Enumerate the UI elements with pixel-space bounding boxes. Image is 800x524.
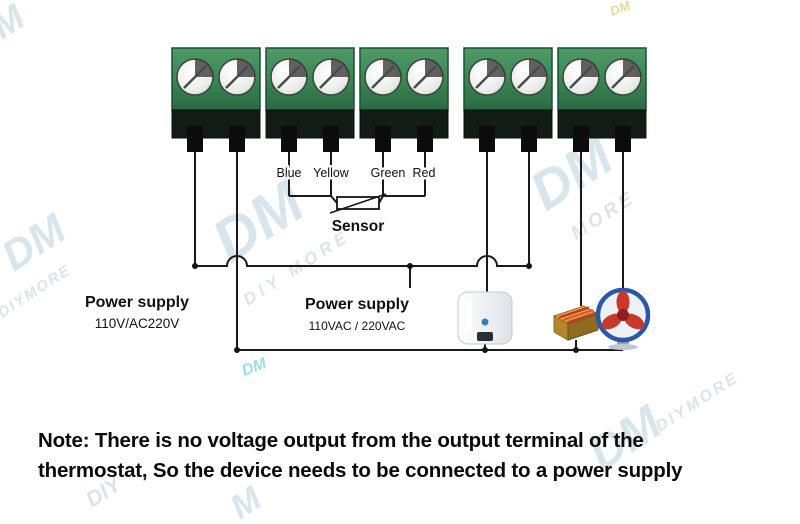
junction-dot: [407, 263, 413, 269]
wire: [289, 195, 338, 204]
junction-dot: [526, 263, 532, 269]
watermark: DM: [608, 0, 633, 19]
wire: [378, 195, 425, 204]
note-line-1: Note: There is no voltage output from th…: [38, 429, 644, 452]
power-supply-left-title: Power supply: [85, 294, 189, 311]
wire-label-blue: Blue: [276, 166, 301, 180]
power-supply-left-label: Power supply 110V/AC220V: [85, 294, 189, 331]
power-supply-right-title: Power supply: [305, 296, 409, 313]
terminal-block-sensor-2: [358, 46, 450, 154]
junction-dot: [192, 263, 198, 269]
power-supply-right-label: Power supply 110VAC / 220VAC: [305, 296, 409, 333]
junction-dots: [192, 263, 579, 353]
watermark: DM: [240, 355, 270, 380]
wire-label-red: Red: [413, 166, 436, 180]
watermark: DIYMORE: [653, 369, 742, 435]
heating-element-icon: [552, 305, 600, 341]
junction-dot: [573, 347, 579, 353]
wire: [195, 255, 529, 267]
terminal-block-output-2: [556, 46, 648, 154]
junction-dot: [482, 347, 488, 353]
terminal-block-output-1: [462, 46, 554, 154]
watermark: DIYMORE: [0, 261, 75, 321]
thermistor-icon: [329, 193, 387, 214]
note-text: Note: There is no voltage output from th…: [38, 429, 683, 482]
terminal-strip: [170, 46, 648, 154]
fan-icon: [595, 287, 651, 350]
terminal-block-sensor-1: [264, 46, 356, 154]
sensor-wire-labels: Blue Yellow Green Red: [274, 164, 438, 183]
watermark: M: [0, 0, 32, 47]
power-supply-left-voltage: 110V/AC220V: [95, 316, 180, 331]
note-line-2: thermostat, So the device needs to be co…: [38, 459, 683, 482]
wire-label-yellow: Yellow: [313, 166, 350, 180]
terminal-block-power: [170, 46, 262, 154]
water-heater-icon: [457, 291, 513, 345]
power-supply-right-voltage: 110VAC / 220VAC: [309, 319, 406, 333]
wire-layer: [194, 150, 624, 351]
sensor-label: Sensor: [332, 218, 385, 235]
wire-label-green: Green: [371, 166, 406, 180]
junction-dot: [234, 347, 240, 353]
watermark: M: [224, 479, 269, 524]
